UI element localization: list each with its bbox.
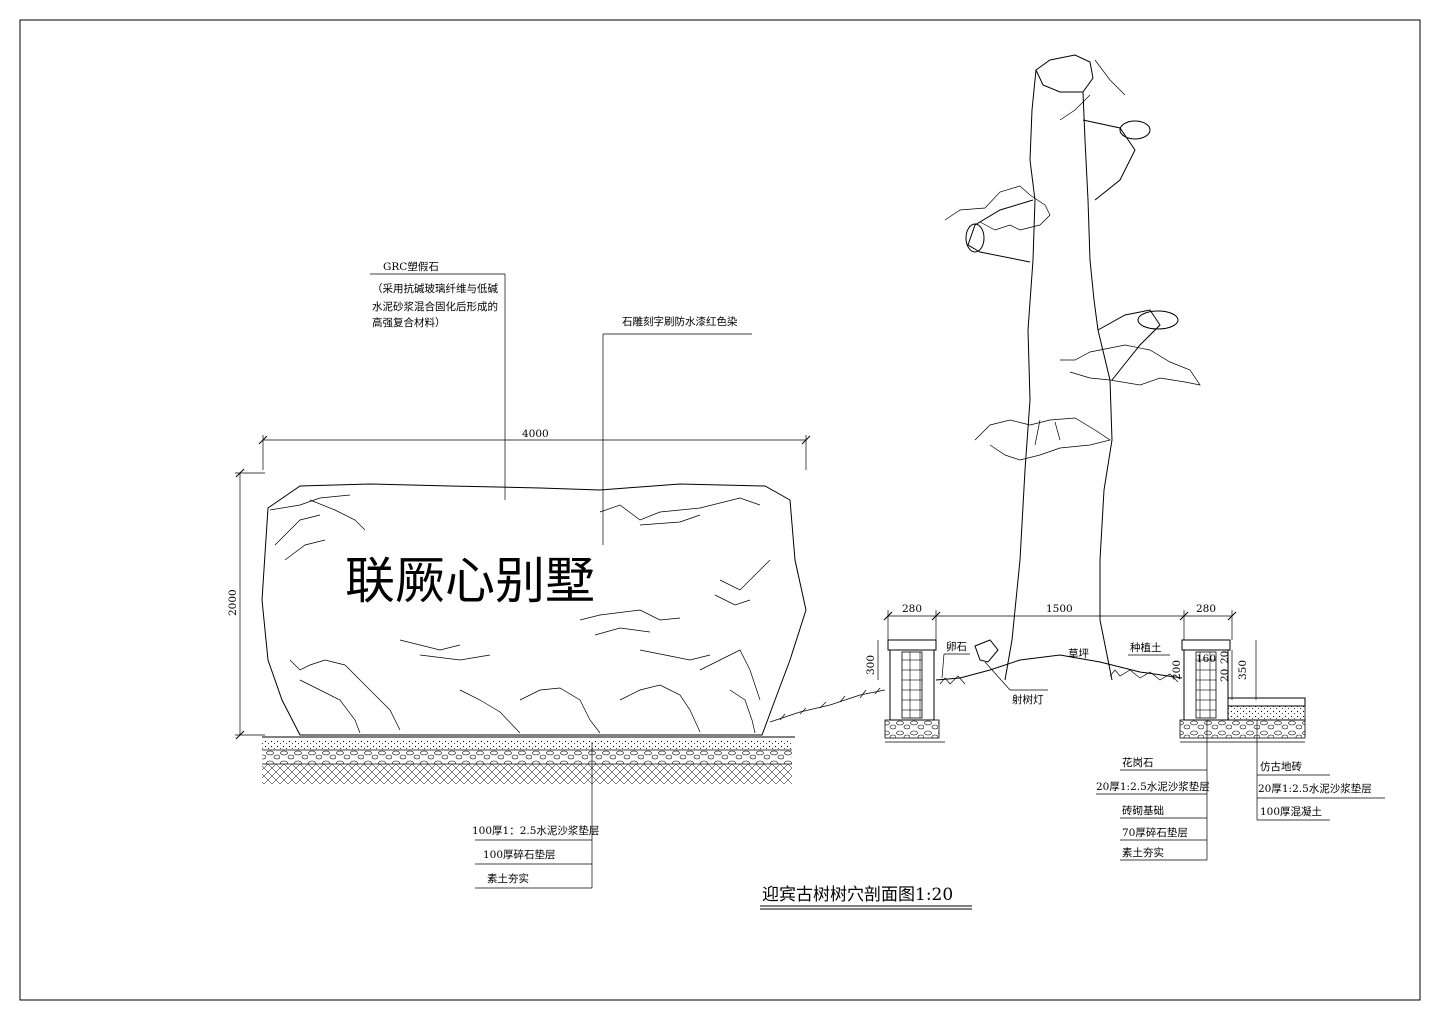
rock-base-layer-1: 100厚1：2.5水泥沙浆垫层 — [472, 824, 599, 837]
grc-note-line-3: 高强复合材料） — [372, 316, 446, 329]
paving-layer-3: 100厚混凝土 — [1260, 805, 1322, 818]
drawing-frame — [19, 19, 1421, 1001]
granite-layer-4: 70厚碎石垫层 — [1122, 826, 1188, 839]
rock-engraved-text: 联厥心别墅 — [345, 552, 595, 610]
granite-layer-5: 素土夯实 — [1122, 846, 1164, 859]
granite-layer-2: 20厚1:2.5水泥沙浆垫层 — [1096, 780, 1210, 793]
pit-dim-160: 160 — [1196, 653, 1216, 665]
soil-mound — [935, 654, 1183, 681]
rock-width-label: 4000 — [522, 428, 549, 440]
left-wall — [884, 639, 945, 743]
outside-lawn — [769, 689, 886, 723]
pit-dim-left: 280 — [902, 603, 922, 615]
lamp-label: 射树灯 — [1012, 693, 1044, 706]
pit-dim-20: 20 — [1219, 651, 1231, 664]
pit-dim-300: 300 — [865, 655, 877, 675]
grc-note-line-1: （采用抗碱玻璃纤维与低碱 — [372, 282, 498, 295]
grc-rock — [261, 483, 807, 736]
pit-dim-right: 280 — [1196, 603, 1216, 615]
rock-base-layer-2: 100厚碎石垫层 — [483, 848, 556, 861]
rock-base — [262, 736, 795, 784]
pit-dim-mid: 1500 — [1046, 603, 1073, 615]
paving-layer-2: 20厚1:2.5水泥沙浆垫层 — [1258, 782, 1372, 795]
lawn-label: 草坪 — [1068, 647, 1090, 660]
tree — [944, 54, 1201, 681]
rock-base-layer-3: 素土夯实 — [487, 872, 529, 885]
right-wall — [1179, 639, 1306, 743]
pit-dim-200: 200 — [1171, 660, 1183, 680]
granite-layer-1: 花岗石 — [1122, 756, 1154, 769]
rock-width-dimension — [258, 435, 811, 470]
rock-height-label: 2000 — [227, 589, 239, 616]
tree-lamp — [974, 639, 999, 663]
soil-label: 种植土 — [1130, 641, 1162, 654]
granite-layer-3: 砖砌基础 — [1122, 804, 1164, 817]
pebble-label: 卵石 — [946, 641, 967, 653]
paving-layer-1: 仿古地砖 — [1260, 760, 1302, 773]
grc-label: GRC塑假石 — [383, 260, 439, 273]
pit-dimensions — [877, 610, 1257, 700]
drawing-title: 迎宾古树树穴剖面图1:20 — [762, 885, 953, 905]
grc-note-line-2: 水泥砂浆混合固化后形成的 — [372, 300, 498, 313]
engrave-label: 石雕刻字刷防水漆红色染 — [622, 315, 738, 328]
pit-dim-20b: 20 — [1219, 669, 1231, 682]
rock-height-dimension — [235, 468, 265, 740]
pit-dim-350: 350 — [1237, 660, 1249, 680]
